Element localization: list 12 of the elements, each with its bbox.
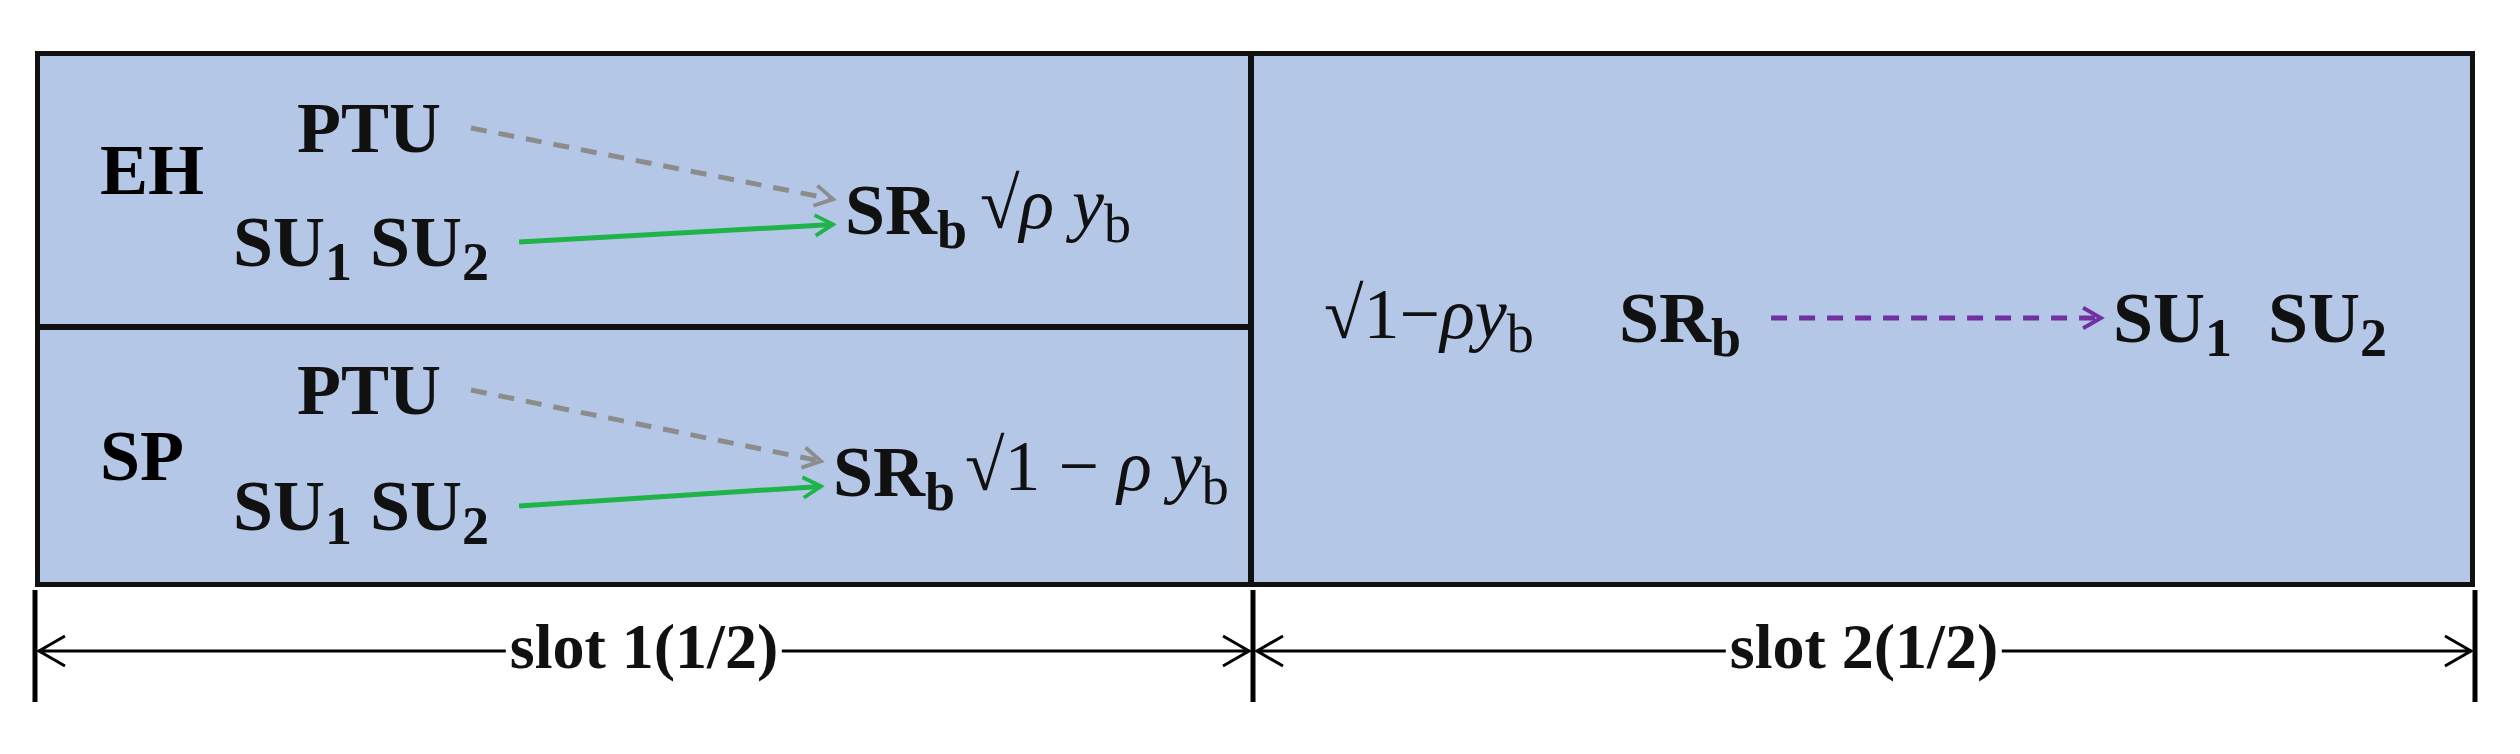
node-label: SU$_{1}$ SU$_{2}$ — [2113, 282, 2388, 354]
node-label: PTU — [297, 354, 441, 426]
node-label: SU$_{1}$ SU$_{2}$ — [233, 470, 490, 542]
arrow — [518, 476, 822, 509]
node-label: SU$_{1}$ SU$_{2}$ — [233, 206, 490, 278]
phase-label: SP — [100, 420, 185, 492]
arrow — [1771, 307, 2102, 329]
node-label: PTU — [297, 92, 441, 164]
arrow — [518, 214, 834, 245]
arrow — [470, 387, 822, 469]
phase-label: EH — [100, 134, 205, 206]
arrow — [470, 125, 834, 207]
